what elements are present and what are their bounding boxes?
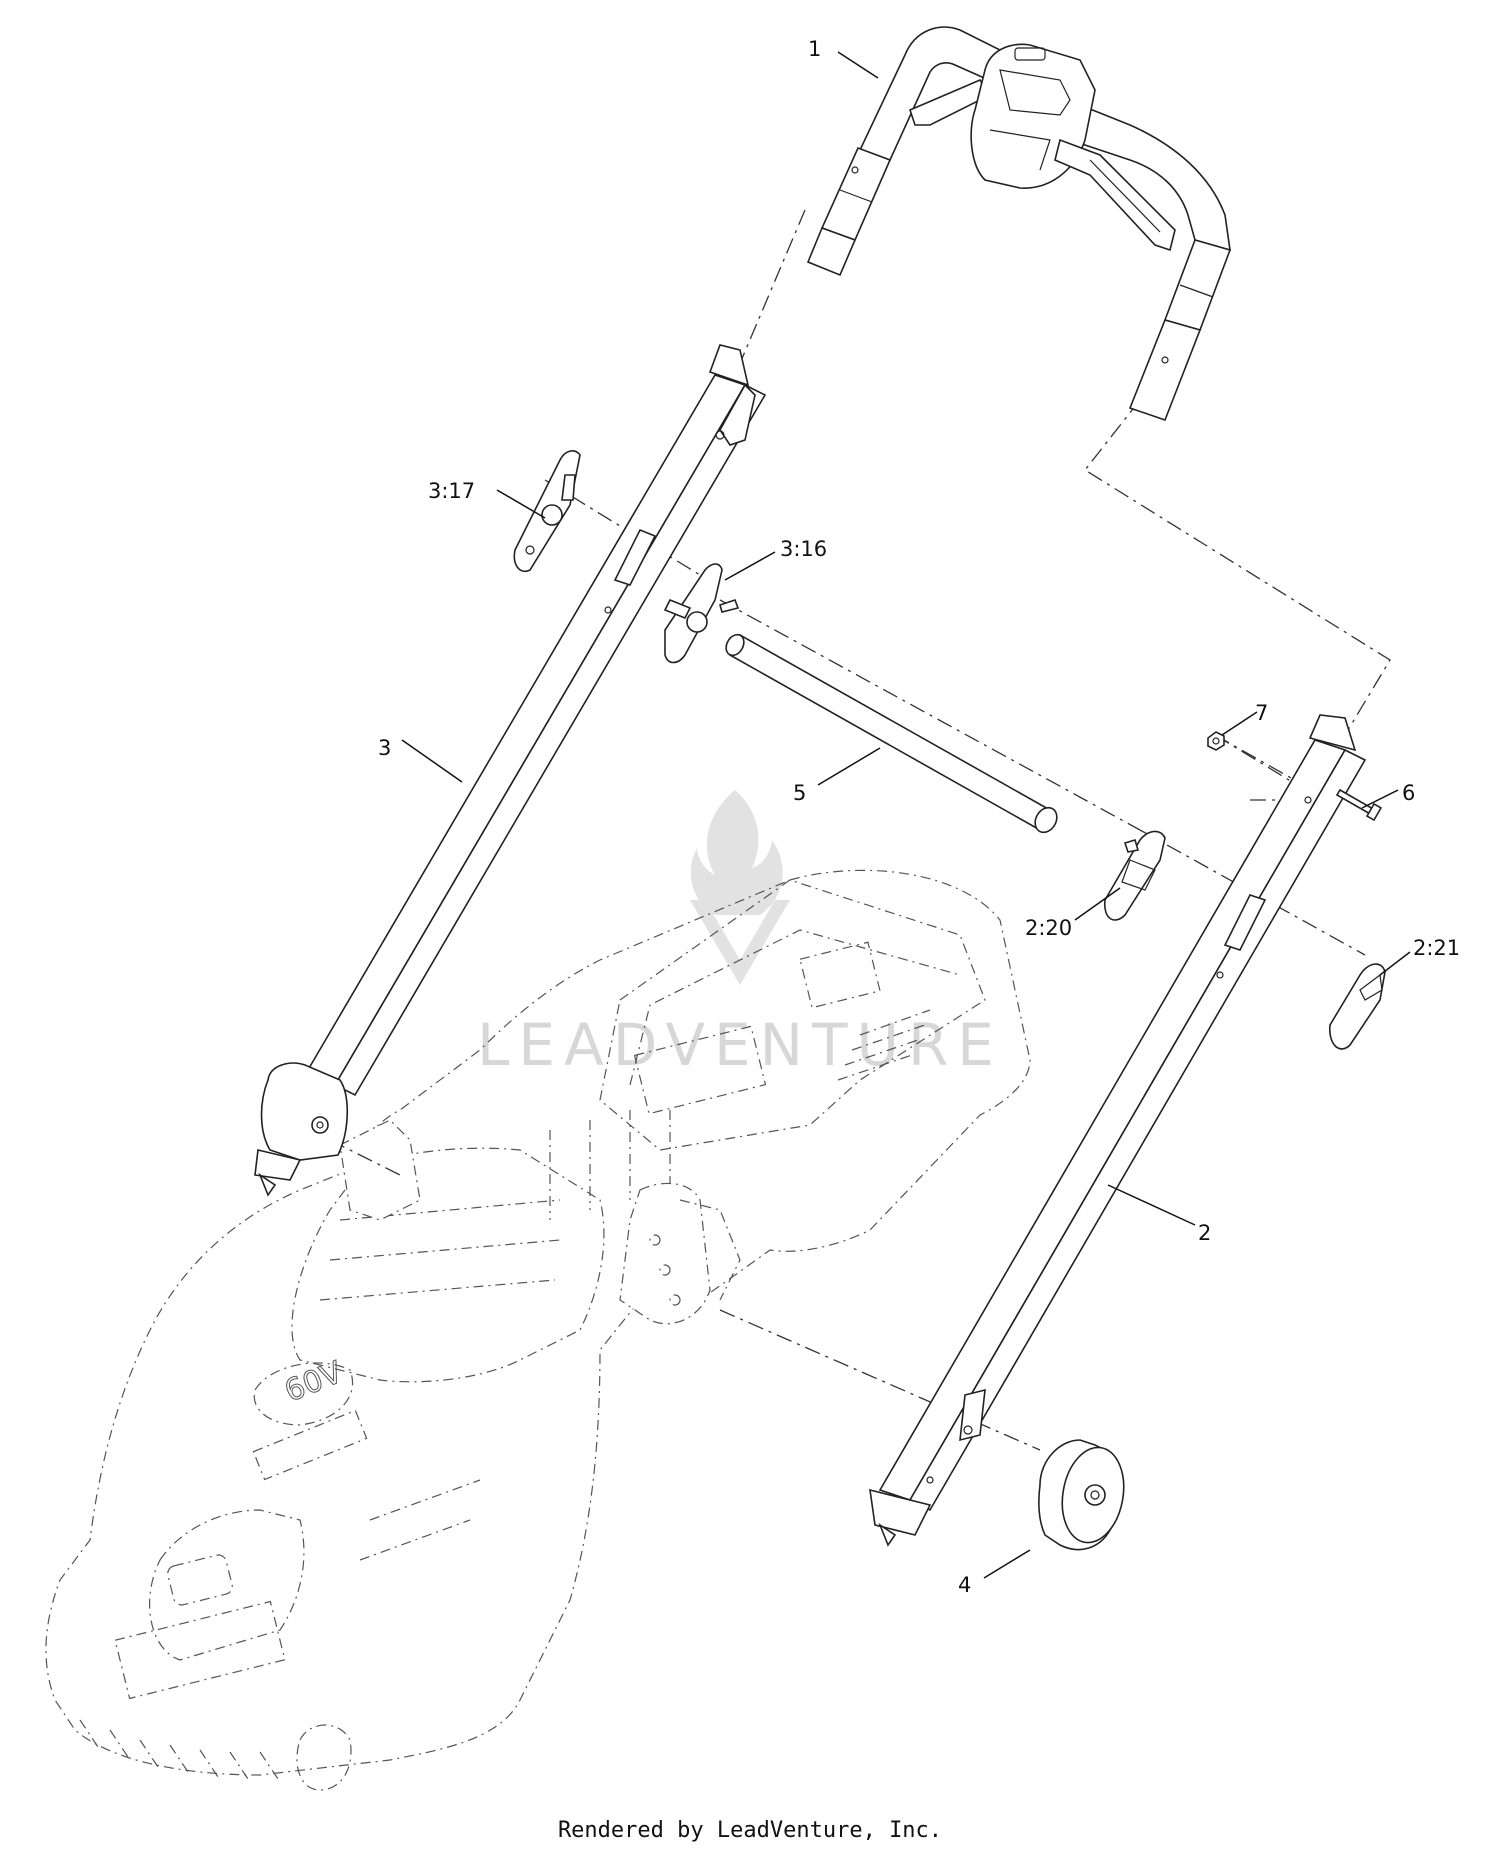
watermark-text: LEADVENTURE (477, 1011, 1003, 1079)
nut (1207, 731, 1225, 751)
callout-3: 3 (378, 736, 391, 760)
svg-text:60V: 60V (280, 1355, 348, 1410)
left-adjust-plate (663, 563, 740, 664)
upper-handle (806, 26, 1232, 422)
callout-5: 5 (793, 781, 806, 805)
callout-6: 6 (1402, 781, 1415, 805)
crossbar-tube (725, 633, 1058, 834)
watermark: LEADVENTURE (477, 790, 1003, 1079)
watermark-v-icon (690, 900, 790, 985)
callout-1: 1 (808, 37, 821, 61)
callout-labels: 1 2 3 3:17 3:16 4 5 6 7 2:20 2:21 (378, 37, 1460, 1597)
rear-wheel (1038, 1439, 1125, 1551)
right-adjust-knob (1329, 963, 1386, 1050)
bolt (1335, 788, 1383, 822)
callout-2-20: 2:20 (1025, 916, 1072, 940)
callout-4: 4 (958, 1573, 971, 1597)
right-lower-handle (869, 714, 1367, 1547)
callout-2-21: 2:21 (1413, 936, 1460, 960)
leader-lines (401, 51, 1411, 1579)
left-adjust-knob (513, 450, 581, 572)
footer-credit: Rendered by LeadVenture, Inc. (557, 1818, 943, 1843)
watermark-flame-icon (690, 790, 783, 915)
callout-7: 7 (1255, 701, 1268, 725)
right-adjust-plate (1104, 830, 1166, 921)
left-lower-handle (254, 344, 767, 1197)
mower-deck-outline: 60V (45, 869, 1031, 1791)
callout-3-16: 3:16 (780, 537, 827, 561)
callout-3-17: 3:17 (428, 479, 475, 503)
callout-2: 2 (1198, 1221, 1211, 1245)
